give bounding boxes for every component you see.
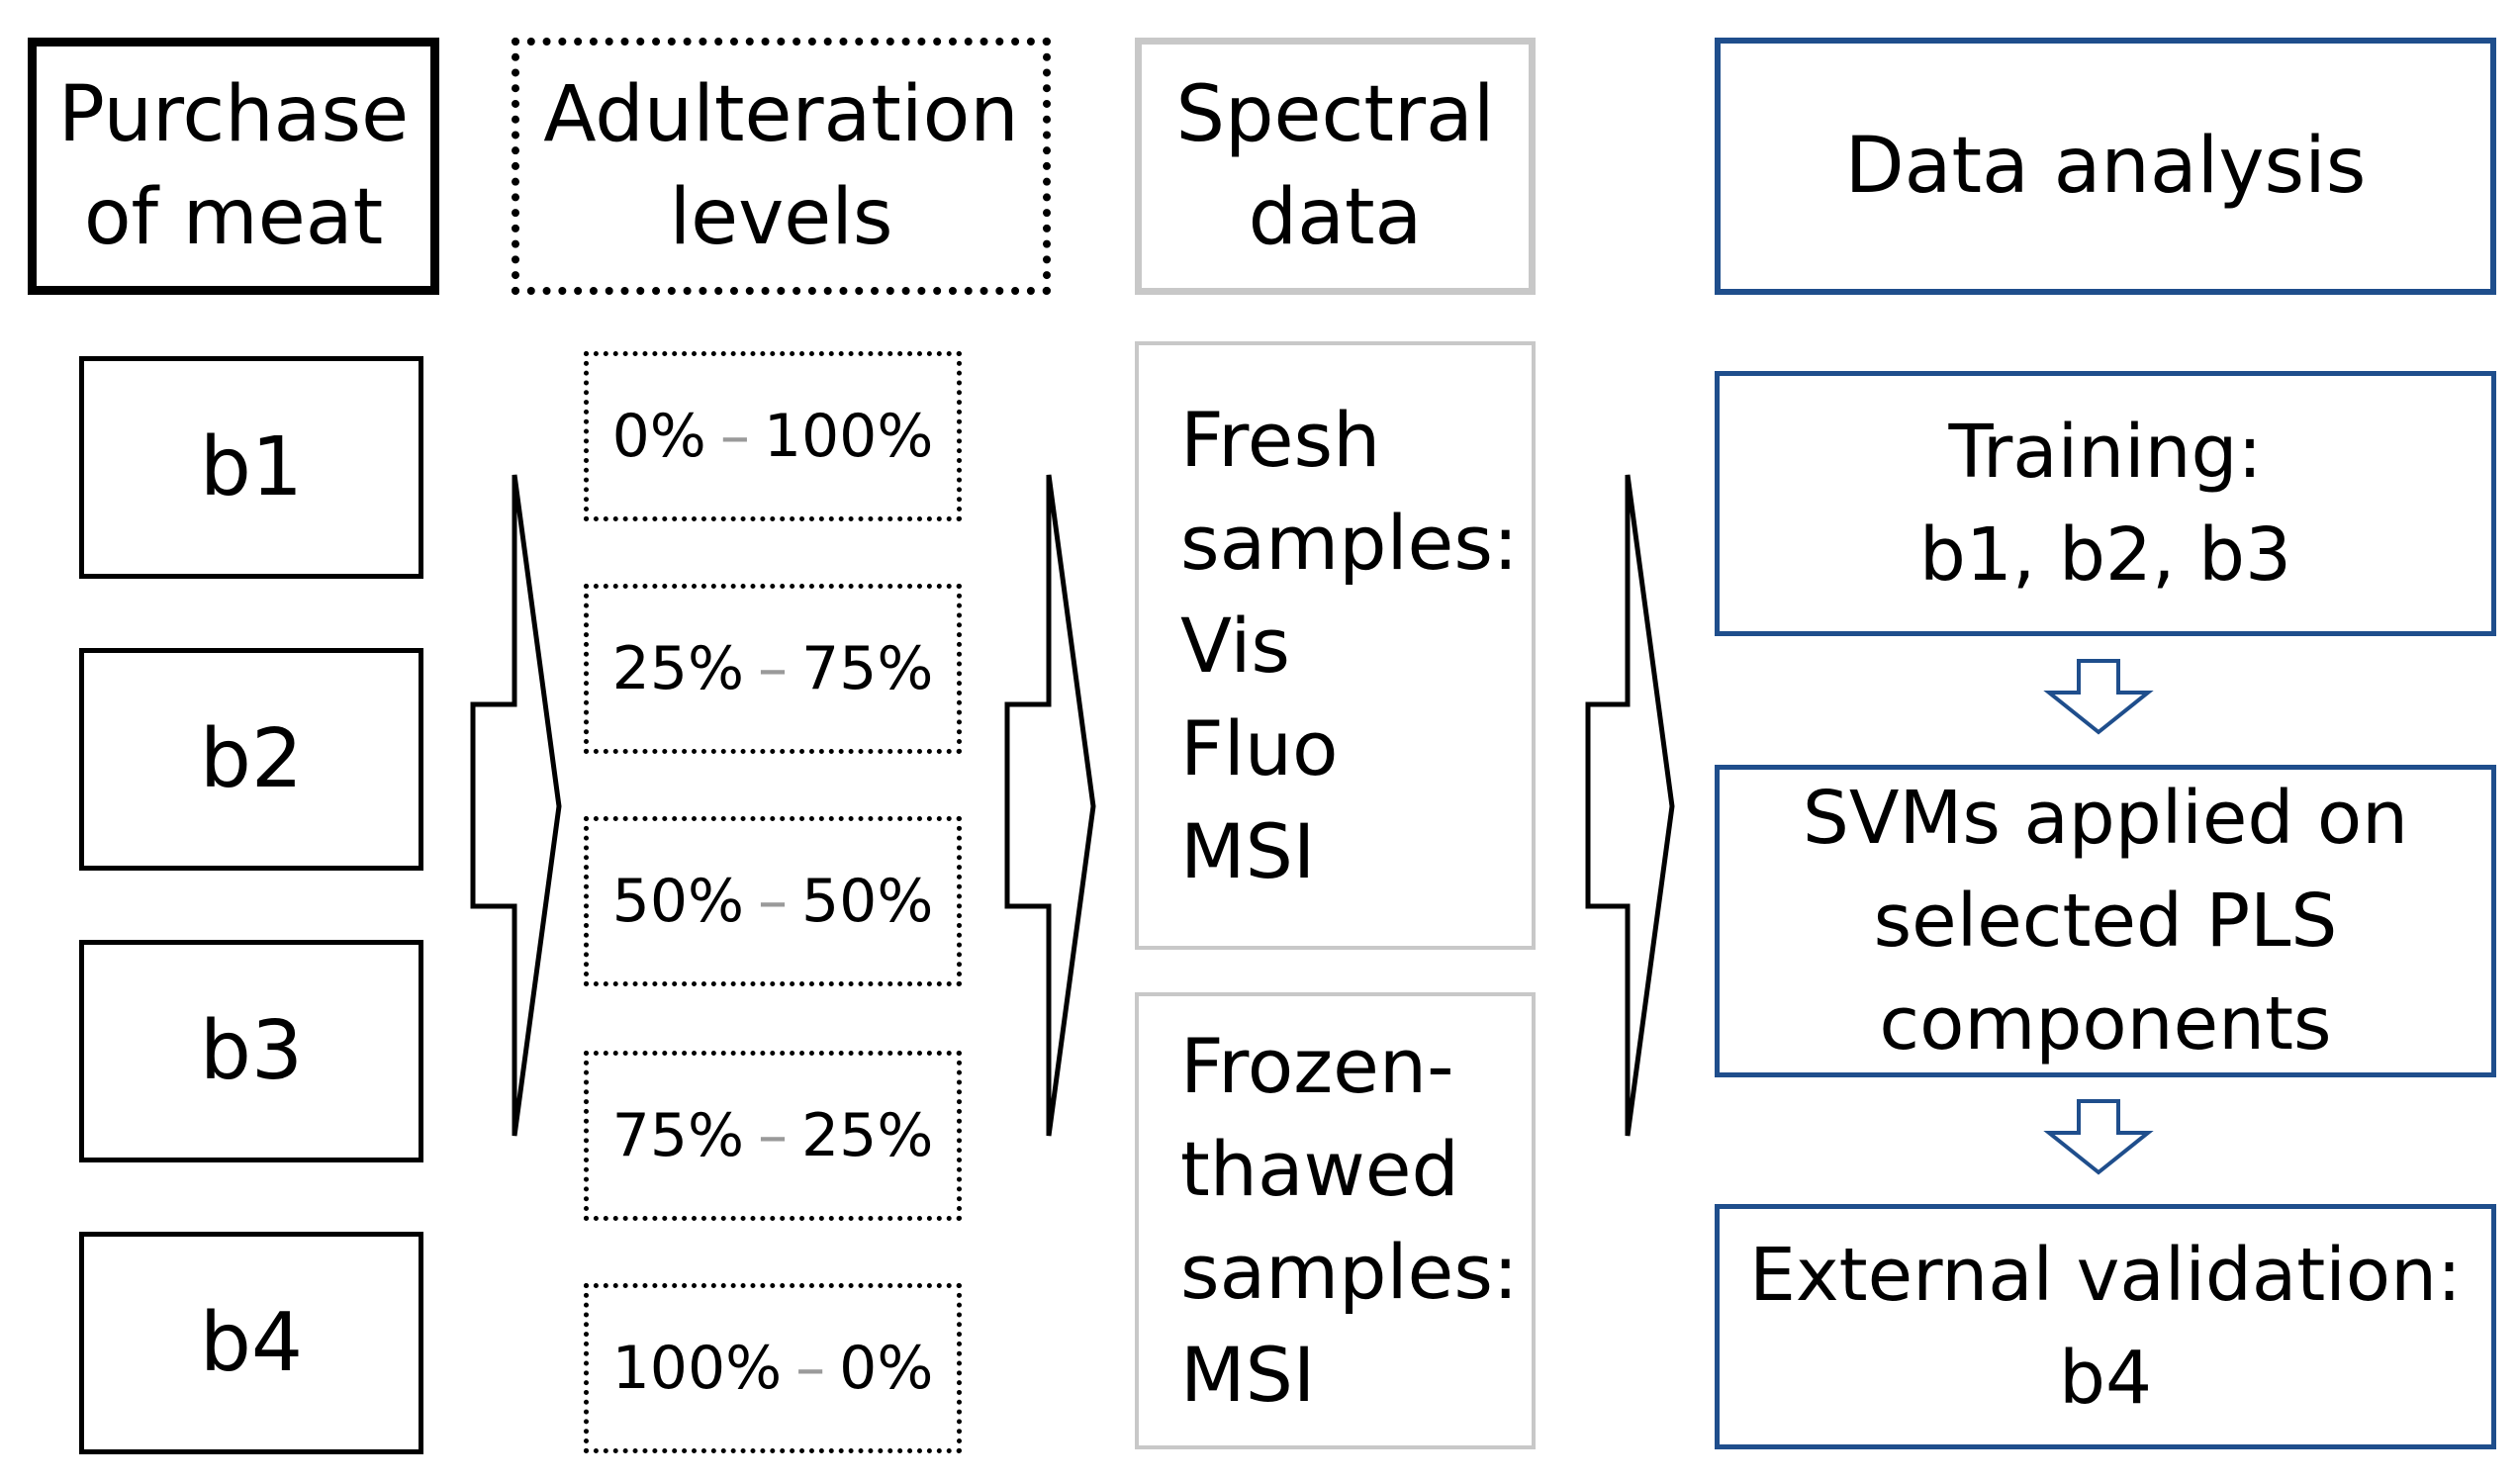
batch-box-b3: b3: [79, 940, 423, 1162]
level-right: 0%: [839, 1334, 934, 1403]
analysis-external-validation: External validation: b4: [1715, 1204, 2496, 1449]
level-separator: –: [719, 402, 750, 471]
level-right: 50%: [801, 867, 934, 936]
level-left: 25%: [611, 634, 744, 703]
flow-arrow-icon: [1585, 474, 1675, 1137]
level-box-0-100: 0% – 100%: [584, 351, 962, 521]
spectral-fresh-label: Fresh samples: Vis Fluo MSI: [1180, 395, 1519, 895]
analysis-svm-label: SVMs applied on selected PLS components: [1802, 776, 2409, 1067]
batch-label: b4: [199, 1296, 304, 1390]
header-data-analysis: Data analysis: [1715, 38, 2496, 295]
level-left: 50%: [611, 867, 744, 936]
spectral-frozen-label: Frozen- thawed samples: MSI: [1180, 1022, 1519, 1419]
level-separator: –: [758, 867, 788, 936]
down-arrow-icon: [2043, 659, 2154, 735]
batch-label: b2: [199, 712, 304, 806]
level-separator: –: [795, 1334, 826, 1403]
level-box-25-75: 25% – 75%: [584, 584, 962, 754]
level-box-100-0: 100% – 0%: [584, 1283, 962, 1453]
header-spectral-label: Spectral data: [1175, 70, 1495, 262]
batch-label: b3: [199, 1004, 304, 1098]
batch-label: b1: [199, 420, 304, 514]
analysis-training: Training: b1, b2, b3: [1715, 371, 2496, 636]
level-box-75-25: 75% – 25%: [584, 1051, 962, 1221]
level-right: 25%: [801, 1101, 934, 1170]
header-spectral-data: Spectral data: [1135, 38, 1536, 295]
spectral-fresh-samples: Fresh samples: Vis Fluo MSI: [1135, 341, 1536, 950]
header-purchase-label: Purchase of meat: [57, 70, 410, 262]
level-right: 75%: [801, 634, 934, 703]
header-adulteration-levels: Adulteration levels: [512, 38, 1051, 295]
header-purchase-of-meat: Purchase of meat: [28, 38, 439, 295]
batch-box-b2: b2: [79, 648, 423, 871]
header-adulteration-label: Adulteration levels: [543, 70, 1019, 262]
analysis-validation-label: External validation: b4: [1749, 1233, 2462, 1421]
level-separator: –: [758, 634, 788, 703]
level-left: 0%: [611, 402, 706, 471]
flow-arrow-icon: [470, 474, 562, 1137]
level-box-50-50: 50% – 50%: [584, 816, 962, 986]
level-separator: –: [758, 1101, 788, 1170]
batch-box-b1: b1: [79, 356, 423, 579]
analysis-training-label: Training: b1, b2, b3: [1918, 410, 2292, 598]
down-arrow-icon: [2043, 1099, 2154, 1175]
batch-box-b4: b4: [79, 1232, 423, 1454]
level-right: 100%: [763, 402, 934, 471]
spectral-frozen-thawed-samples: Frozen- thawed samples: MSI: [1135, 992, 1536, 1449]
level-left: 100%: [611, 1334, 783, 1403]
analysis-svm: SVMs applied on selected PLS components: [1715, 765, 2496, 1077]
level-left: 75%: [611, 1101, 744, 1170]
header-analysis-label: Data analysis: [1844, 122, 2367, 211]
flow-arrow-icon: [1004, 474, 1096, 1137]
